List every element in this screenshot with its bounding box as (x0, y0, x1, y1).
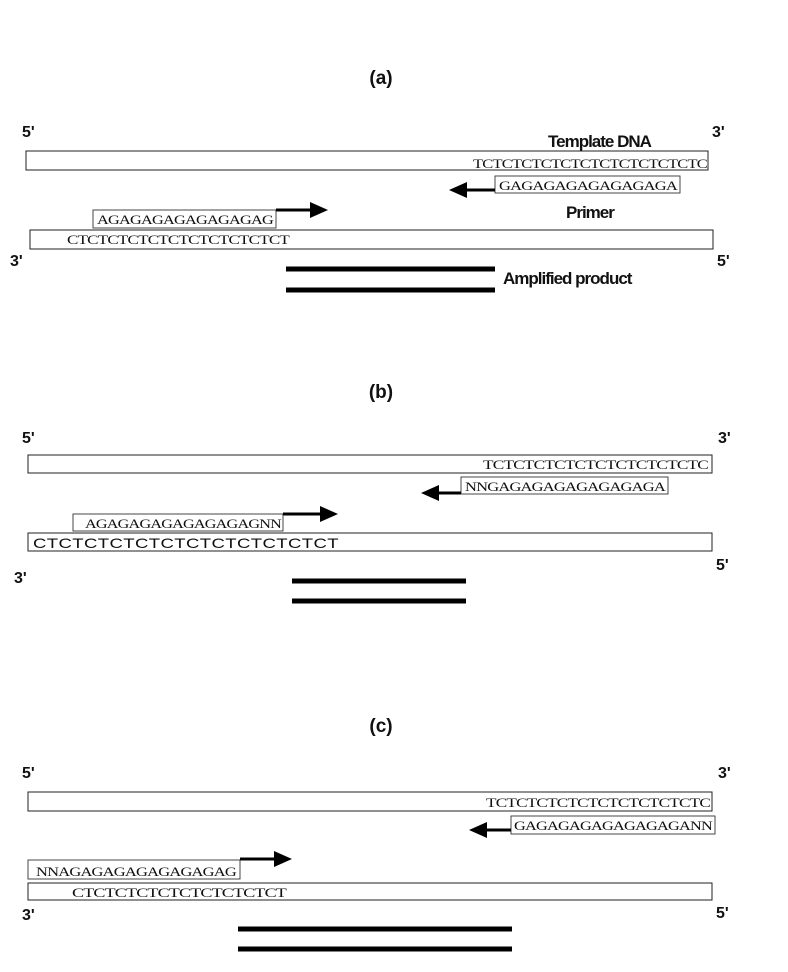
panel-c-top-strand (27, 791, 713, 812)
panel-c-bottom-strand-seq: CTCTCTCTCTCTCTCTCTCT (72, 885, 287, 900)
panel-a-bottom-3prime: 3' (10, 253, 23, 270)
panel-b-label: (b) (369, 382, 393, 403)
panel-b-bottom-strand-seq: CTCTCTCTCTCTCTCTCTCTCTCT (33, 535, 339, 551)
panel-b-forward-arrow-icon (320, 506, 338, 522)
panel-c-forward-primer-seq: NNAGAGAGAGAGAGAGAG (36, 864, 236, 879)
panel-c-reverse-primer (510, 815, 716, 835)
panel-c-label: (c) (369, 716, 392, 737)
template-dna-label: Template DNA (548, 132, 652, 151)
panel-a-reverse-arrow-icon (449, 182, 467, 198)
panel-b-bottom-3prime: 3' (14, 570, 27, 587)
panel-a-top-3prime: 3' (712, 124, 725, 141)
panel-a-bottom-strand-seq: CTCTCTCTCTCTCTCTCTCTCT (67, 232, 290, 247)
panel-a-top-strand (25, 150, 709, 171)
panel-b-forward-primer (72, 513, 284, 532)
panel-c-reverse-arrow-icon (469, 822, 487, 838)
panel-a-label: (a) (369, 68, 392, 89)
panel-b-reverse-primer (460, 476, 669, 495)
panel-b: (b) 5' 3' TCTCTCTCTCTCTCTCTCTCTC NNGAGAG… (14, 382, 731, 604)
panel-a-reverse-primer (494, 175, 681, 194)
panel-c: (c) 5' 3' TCTCTCTCTCTCTCTCTCTCTC GAGAGAG… (22, 716, 731, 952)
panel-a-top-5prime: 5' (22, 124, 35, 141)
panel-b-reverse-primer-seq: NNGAGAGAGAGAGAGAGA (465, 479, 667, 494)
panel-b-reverse-arrow-icon (421, 485, 439, 501)
amplified-product-label: Amplified product (503, 269, 633, 288)
panel-a-top-strand-seq: TCTCTCTCTCTCTCTCTCTCTCTC (473, 156, 707, 171)
panel-a: (a) 5' 3' Template DNA TCTCTCTCTCTCTCTCT… (10, 68, 730, 293)
panel-a-bottom-strand (29, 229, 714, 250)
panel-b-top-strand (27, 454, 713, 474)
panel-c-reverse-primer-seq: GAGAGAGAGAGAGAGANN (514, 818, 714, 833)
panel-b-forward-primer-seq: AGAGAGAGAGAGAGAGNN (85, 516, 283, 531)
panel-c-bottom-strand (27, 882, 713, 901)
panel-c-forward-arrow-icon (274, 851, 292, 867)
panel-c-top-5prime: 5' (22, 765, 35, 782)
panel-c-bottom-3prime: 3' (22, 907, 35, 924)
panel-a-forward-primer (92, 209, 277, 229)
panel-a-forward-primer-seq: AGAGAGAGAGAGAGAG (97, 212, 273, 227)
panel-c-top-3prime: 3' (718, 765, 731, 782)
panel-b-bottom-5prime: 5' (716, 557, 729, 574)
panel-b-top-strand-seq: TCTCTCTCTCTCTCTCTCTCTC (483, 457, 708, 472)
panel-a-reverse-primer-seq: GAGAGAGAGAGAGAGA (499, 178, 679, 193)
panel-b-top-3prime: 3' (718, 430, 731, 447)
panel-b-bottom-strand (27, 532, 713, 552)
panel-a-bottom-5prime: 5' (717, 253, 730, 270)
panel-c-forward-primer (27, 859, 241, 880)
panel-c-bottom-5prime: 5' (716, 905, 729, 922)
panel-a-forward-arrow-icon (310, 202, 328, 218)
panel-b-top-5prime: 5' (22, 430, 35, 447)
panel-c-top-strand-seq: TCTCTCTCTCTCTCTCTCTCTC (486, 795, 710, 810)
primer-label: Primer (566, 203, 615, 222)
